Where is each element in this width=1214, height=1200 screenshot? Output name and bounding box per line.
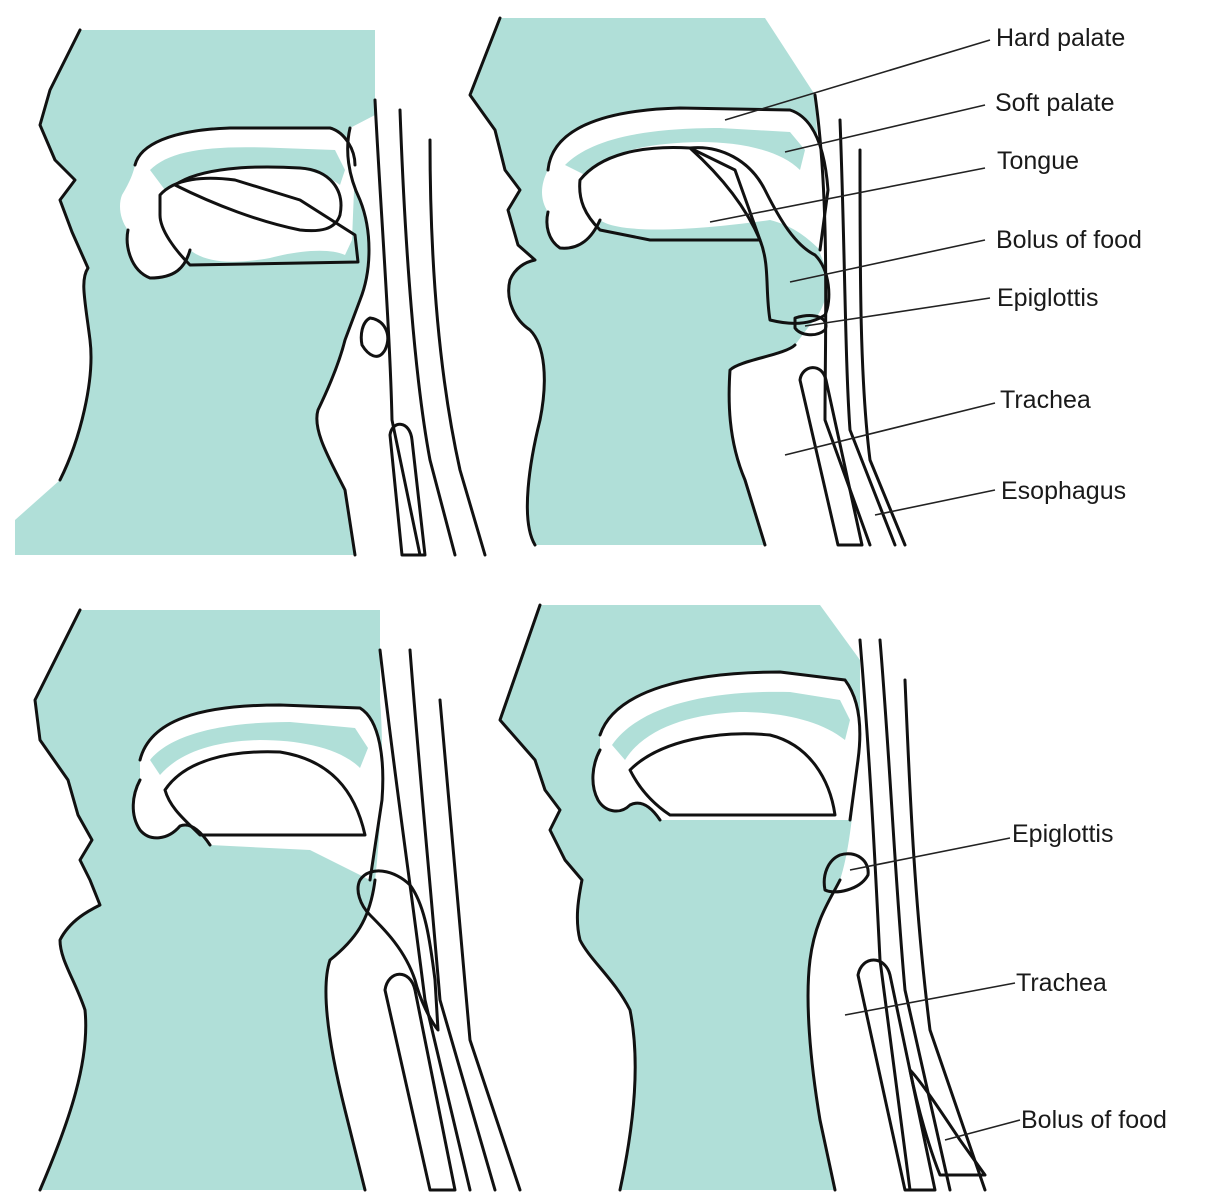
bottom-leader-lines xyxy=(844,837,1021,1141)
panel-top-right xyxy=(468,16,907,547)
label-tongue: Tongue xyxy=(997,147,1079,175)
panel-bottom-left xyxy=(33,608,522,1192)
throat-tube-outer xyxy=(813,93,872,547)
label-epiglottis: Epiglottis xyxy=(997,284,1098,312)
trachea-tube xyxy=(856,958,937,1192)
hard-palate xyxy=(565,128,805,175)
label-esophagus: Esophagus xyxy=(1001,477,1126,505)
throat-tube-outer xyxy=(378,648,472,1192)
label-bolus-of-food: Bolus of food xyxy=(1021,1106,1167,1134)
top-labels: Hard palate Soft palate Tongue Bolus of … xyxy=(995,24,1142,505)
trachea-tube xyxy=(383,972,457,1192)
label-bolus-of-food: Bolus of food xyxy=(996,226,1142,254)
panel-bottom-right xyxy=(498,603,987,1192)
trachea-tube xyxy=(388,422,427,557)
head-silhouette xyxy=(35,610,383,1190)
tongue xyxy=(628,732,837,817)
throat-tube-outer xyxy=(373,98,422,557)
hard-palate xyxy=(612,691,850,760)
head-silhouette xyxy=(470,18,828,545)
hard-palate xyxy=(150,147,345,190)
top-leader-lines xyxy=(709,39,996,516)
epiglottis xyxy=(359,316,390,358)
panel-top-left xyxy=(15,28,487,557)
hard-palate xyxy=(150,722,368,775)
label-soft-palate: Soft palate xyxy=(995,89,1115,117)
tongue xyxy=(163,750,367,837)
label-hard-palate: Hard palate xyxy=(996,24,1125,52)
label-trachea: Trachea xyxy=(1000,386,1091,414)
throat-tube-outer xyxy=(858,638,912,1192)
bottom-labels: Epiglottis Trachea Bolus of food xyxy=(1012,820,1167,1134)
head-silhouette xyxy=(15,30,375,555)
trachea-tube xyxy=(798,366,864,547)
label-epiglottis: Epiglottis xyxy=(1012,820,1113,848)
bolus xyxy=(173,165,343,233)
epiglottis xyxy=(822,852,870,894)
label-trachea: Trachea xyxy=(1016,969,1107,997)
